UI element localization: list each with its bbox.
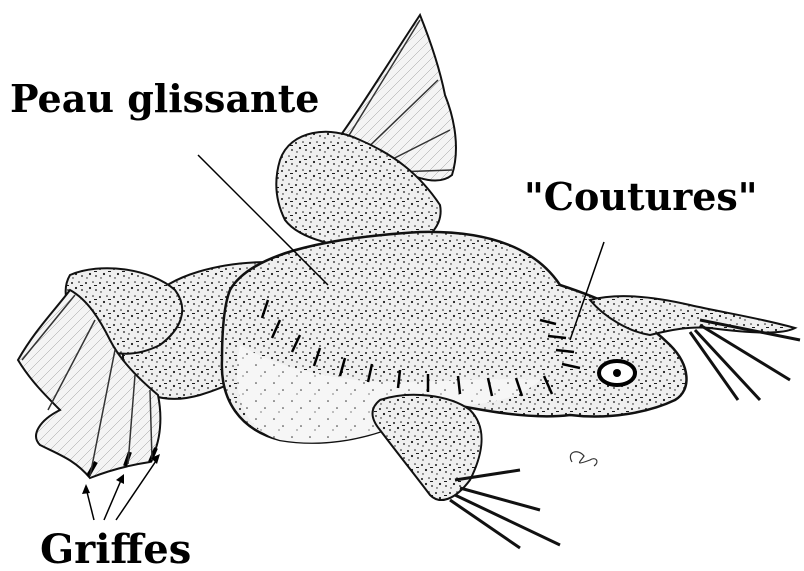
frog-pupil <box>613 369 621 377</box>
label-slippery-skin: Peau glissante <box>10 80 319 118</box>
label-claws: Griffes <box>40 530 191 570</box>
label-stitches: "Coutures" <box>524 178 758 216</box>
artist-signature <box>570 452 597 466</box>
front-arm-lower <box>373 395 482 500</box>
